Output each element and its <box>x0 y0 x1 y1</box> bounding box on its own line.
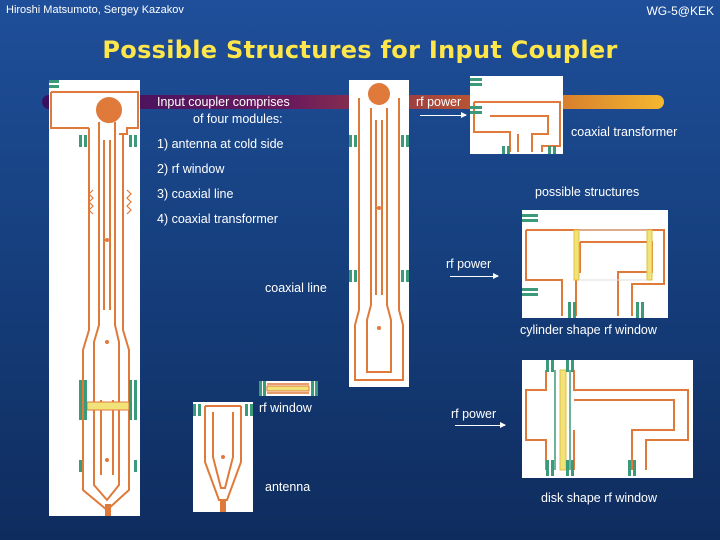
full-coupler-drawing <box>49 80 140 516</box>
group-text: WG-5@KEK <box>646 4 714 18</box>
possible-structures-label: possible structures <box>535 185 640 199</box>
rf-power-label-top: rf power <box>416 95 462 109</box>
coaxial-transformer-drawing <box>470 76 563 154</box>
module-item-1: 1) antenna at cold side <box>157 137 284 151</box>
coaxial-transformer-label: coaxial transformer <box>571 125 678 139</box>
rf-power-arrow-low <box>455 422 506 428</box>
authors-text: Hiroshi Matsumoto, Sergey Kazakov <box>6 4 184 16</box>
antenna-label: antenna <box>265 480 311 494</box>
module-item-2: 2) rf window <box>157 162 225 176</box>
slide-title: Possible Structures for Input Coupler <box>102 36 618 64</box>
rf-power-label-mid: rf power <box>446 257 492 271</box>
rf-power-arrow-mid <box>450 273 499 279</box>
rf-power-label-low: rf power <box>451 407 497 421</box>
rf-window-drawing <box>259 381 318 396</box>
disk-window-drawing <box>522 360 693 478</box>
intro-line1: Input coupler comprises <box>157 95 290 109</box>
coaxial-line-label: coaxial line <box>265 281 327 295</box>
cylinder-window-label: cylinder shape rf window <box>520 323 657 337</box>
coaxial-line-drawing <box>349 80 409 387</box>
disk-window-label: disk shape rf window <box>541 491 658 505</box>
intro-line2: of four modules: <box>193 112 283 126</box>
rf-window-label: rf window <box>259 401 312 415</box>
module-item-3: 3) coaxial line <box>157 187 234 201</box>
module-item-4: 4) coaxial transformer <box>157 212 278 226</box>
cylinder-window-drawing <box>522 210 668 318</box>
rf-power-arrow-top <box>420 112 467 118</box>
antenna-drawing <box>193 402 253 512</box>
